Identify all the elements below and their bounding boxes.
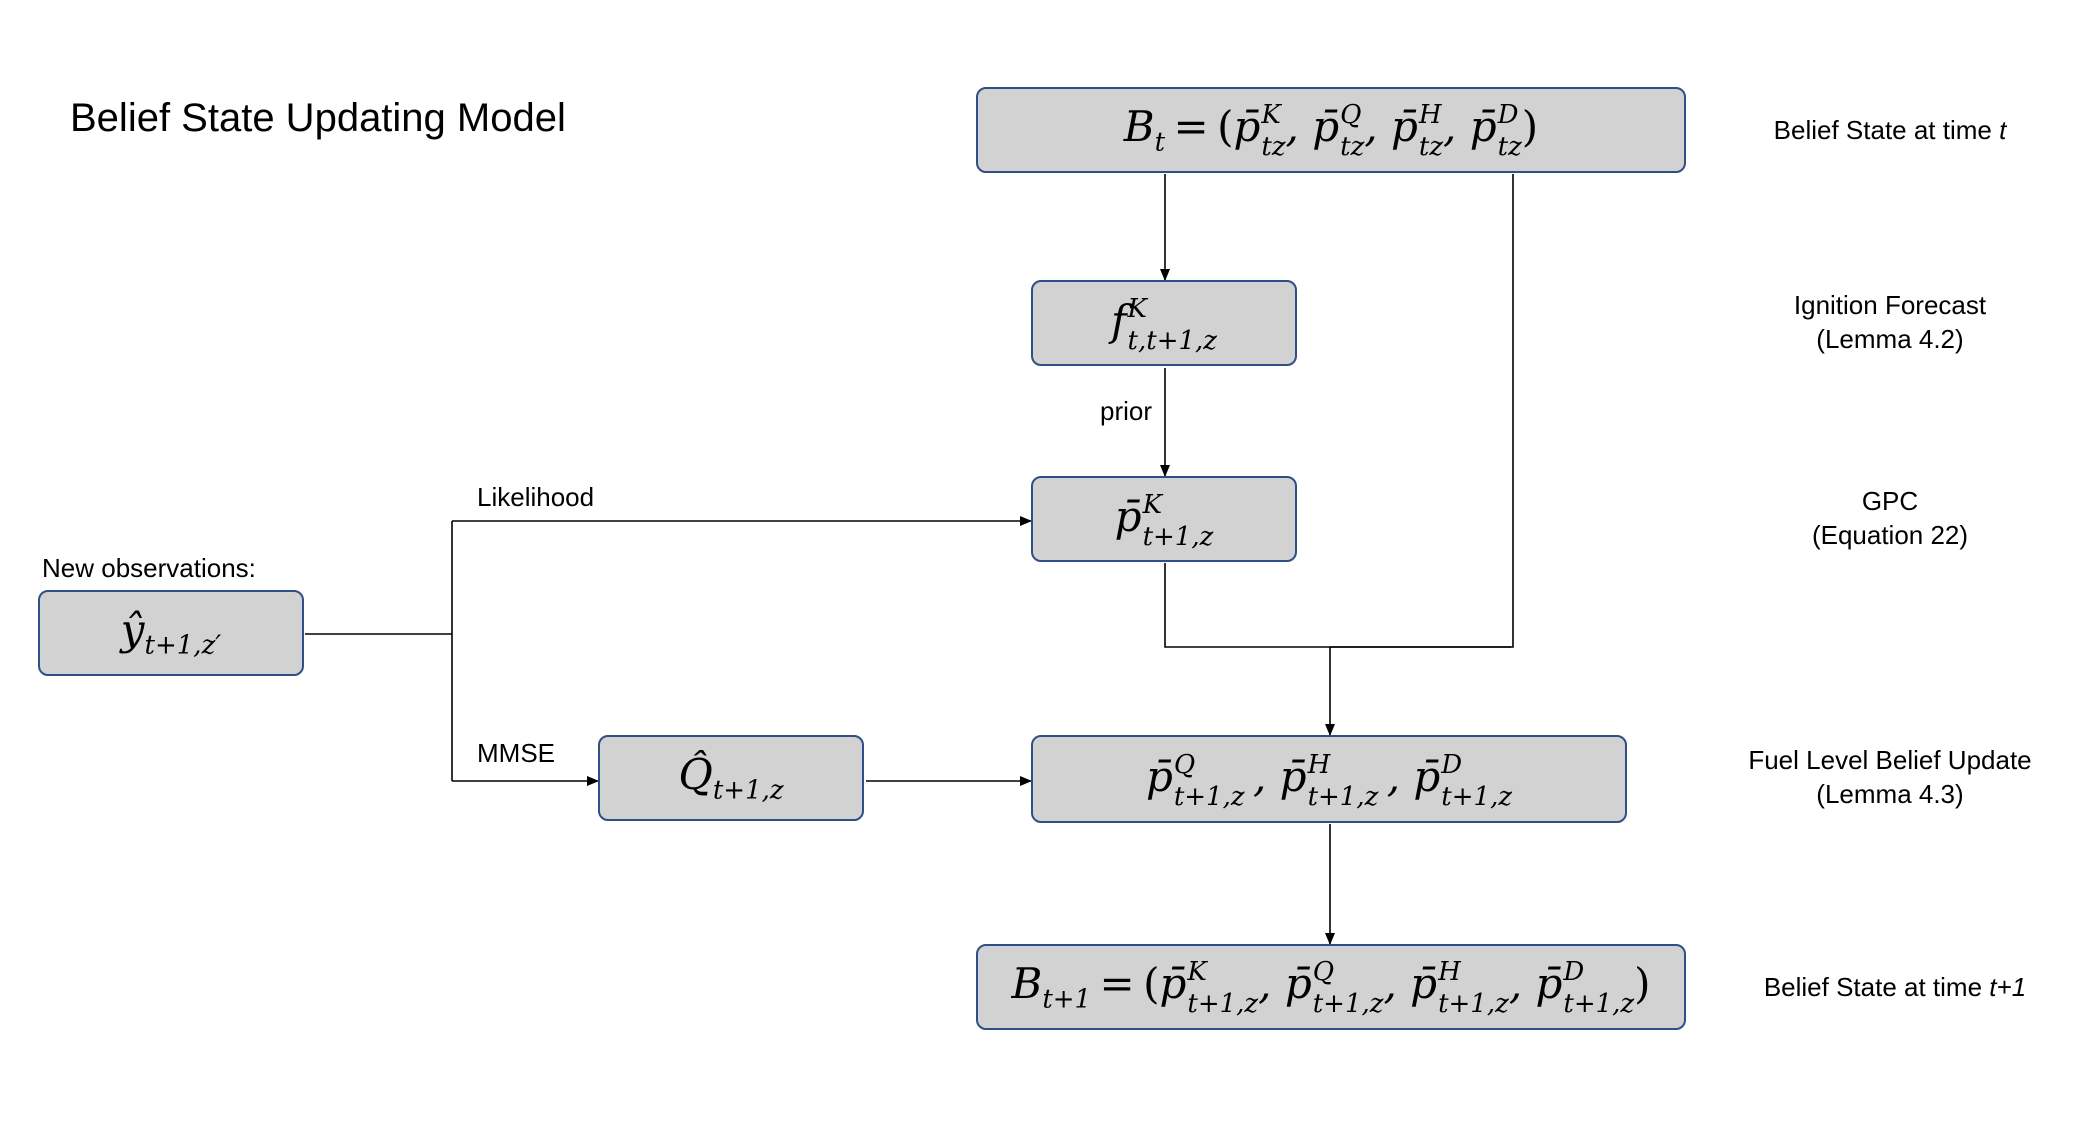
label-fuel-update: Fuel Level Belief Update (Lemma 4.3) <box>1740 743 2040 811</box>
edge-label-mmse: MMSE <box>477 738 555 768</box>
edge-label-prior: prior <box>1100 396 1153 426</box>
label-belief-state-t1: Belief State at time t+1 <box>1740 970 2050 1004</box>
label-belief-state-t: Belief State at time t <box>1740 113 2040 147</box>
edge-label-likelihood: Likelihood <box>477 482 595 512</box>
label-ignition-forecast: Ignition Forecast (Lemma 4.2) <box>1740 288 2040 356</box>
label-gpc-line1: GPC <box>1861 486 1919 516</box>
formula-q: Q̂t+1,z <box>678 750 784 806</box>
label-belief-state-t-var: t <box>1999 115 2007 145</box>
label-ignition-line2: (Lemma 4.2) <box>1816 324 1964 354</box>
label-fuel-line1: Fuel Level Belief Update <box>1748 745 2032 775</box>
edge-gpc-merge <box>1164 563 1511 648</box>
node-observations: ŷt+1,z′ <box>38 590 304 676</box>
label-gpc-line2: (Equation 22) <box>1811 520 1969 550</box>
diagram-title: Belief State Updating Model <box>70 96 566 140</box>
label-fuel-line2: (Lemma 4.3) <box>1816 779 1964 809</box>
formula-y: ŷt+1,z′ <box>120 605 222 661</box>
label-belief-state-t1-text: Belief State at time <box>1763 972 1990 1002</box>
label-belief-state-t1-var: t+1 <box>1989 972 2027 1002</box>
label-ignition-line1: Ignition Forecast <box>1793 290 1987 320</box>
label-belief-state-t-text: Belief State at time <box>1773 115 2000 145</box>
node-q-estimate: Q̂t+1,z <box>598 735 864 821</box>
label-new-observations: New observations: <box>42 553 256 583</box>
edge-bt-merge <box>1330 174 1514 648</box>
label-gpc: GPC (Equation 22) <box>1740 484 2040 552</box>
